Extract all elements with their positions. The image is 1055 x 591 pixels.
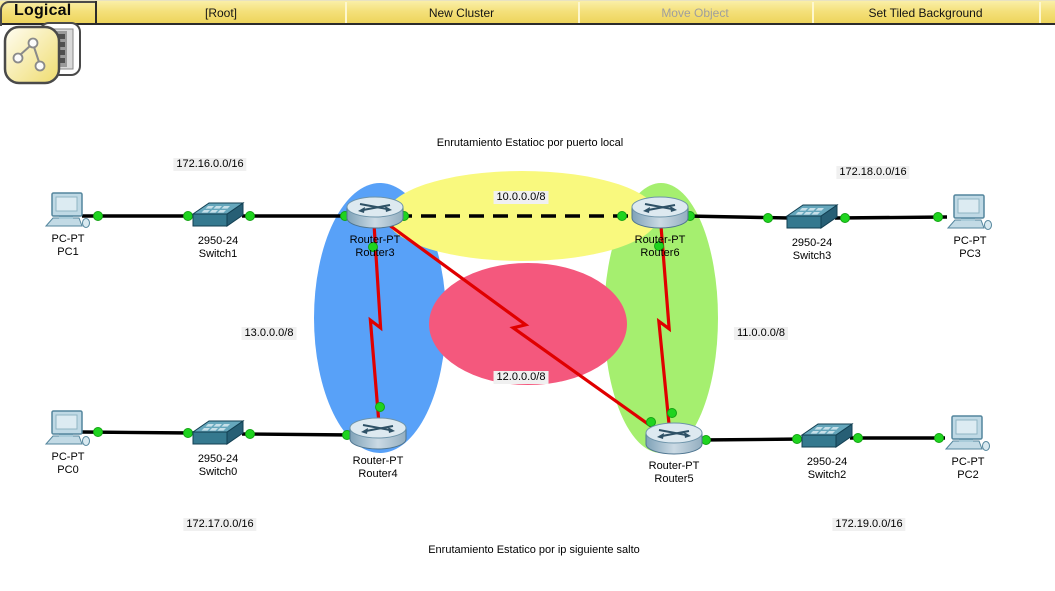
device-switch1[interactable] xyxy=(191,202,245,227)
device-pc0[interactable] xyxy=(44,410,90,446)
link-status-dot xyxy=(840,213,850,223)
device-router5[interactable] xyxy=(645,422,703,455)
link-status-dot xyxy=(375,402,385,412)
net-172-16-0-0-16[interactable]: 172.16.0.0/16 xyxy=(173,158,247,171)
link-status-dot xyxy=(654,241,664,251)
net-172-18-0-0-16[interactable]: 172.18.0.0/16 xyxy=(836,166,910,179)
link-status-dot xyxy=(368,242,378,252)
link-status-dot xyxy=(245,211,255,221)
device-model-label-router5: Router-PT xyxy=(648,460,700,472)
device-switch0[interactable] xyxy=(191,420,245,445)
link-status-dot xyxy=(667,408,677,418)
link-status-dot xyxy=(646,417,656,427)
device-model-label-pc2: PC-PT xyxy=(951,456,985,468)
device-model-label-pc0: PC-PT xyxy=(51,451,85,463)
workspace-switcher[interactable] xyxy=(0,0,110,100)
link-switch3-pc3[interactable] xyxy=(834,215,948,220)
device-pc3[interactable] xyxy=(946,194,992,230)
device-name-label-router3: Router3 xyxy=(355,247,395,259)
device-model-label-switch2: 2950-24 xyxy=(806,456,848,468)
link-router5-switch2[interactable] xyxy=(698,437,805,442)
net-172-17-0-0-16[interactable]: 172.17.0.0/16 xyxy=(183,518,257,531)
toolbar-separator xyxy=(812,2,814,23)
link-status-dot xyxy=(763,213,773,223)
device-model-label-router4: Router-PT xyxy=(352,455,404,467)
device-name-label-switch1: Switch1 xyxy=(198,248,238,260)
device-model-label-pc3: PC-PT xyxy=(953,235,987,247)
device-name-label-switch0: Switch0 xyxy=(198,466,238,478)
link-router3-router4-serial[interactable] xyxy=(368,223,383,425)
link-status-dot xyxy=(245,429,255,439)
device-name-label-switch2: Switch2 xyxy=(807,469,847,481)
device-name-label-pc2: PC2 xyxy=(957,469,979,481)
device-model-label-router6: Router-PT xyxy=(634,234,686,246)
title-top[interactable]: Enrutamiento Estatioc por puerto local xyxy=(436,137,624,149)
toolbar-divider xyxy=(95,1,97,24)
device-name-label-router6: Router6 xyxy=(640,247,680,259)
link-switch0-router4[interactable] xyxy=(241,432,354,437)
link-status-dot xyxy=(934,433,944,443)
net-12-0-0-0-8[interactable]: 12.0.0.0/8 xyxy=(493,371,549,384)
device-router3[interactable] xyxy=(346,196,404,229)
red-region[interactable] xyxy=(429,263,627,385)
device-model-label-router3: Router-PT xyxy=(349,234,401,246)
green-region[interactable] xyxy=(604,183,718,453)
toolbar-separator xyxy=(345,2,347,23)
device-model-label-switch1: 2950-24 xyxy=(197,235,239,247)
device-model-label-switch0: 2950-24 xyxy=(197,453,239,465)
title-bottom[interactable]: Enrutamiento Estatico por ip siguiente s… xyxy=(428,544,640,556)
net-11-0-0-0-8[interactable]: 11.0.0.0/8 xyxy=(733,327,789,340)
link-status-dot xyxy=(93,427,103,437)
net-10-0-0-0-8[interactable]: 10.0.0.0/8 xyxy=(493,191,549,204)
link-status-dot xyxy=(853,433,863,443)
device-switch3[interactable] xyxy=(785,204,839,229)
logical-tab[interactable]: Logical xyxy=(14,2,72,19)
new-cluster-button[interactable]: New Cluster xyxy=(428,5,495,20)
link-status-dot xyxy=(617,211,627,221)
device-name-label-pc3: PC3 xyxy=(959,248,981,260)
device-router6[interactable] xyxy=(631,196,689,229)
toolbar-separator xyxy=(1039,2,1041,23)
workspace-toolbar: Logical [Root] New Cluster Move Object S… xyxy=(0,0,1055,26)
device-model-label-switch3: 2950-24 xyxy=(791,237,833,249)
device-name-label-pc1: PC1 xyxy=(57,246,79,258)
toolbar-separator xyxy=(578,2,580,23)
device-switch2[interactable] xyxy=(800,423,854,448)
net-13-0-0-0-8[interactable]: 13.0.0.0/8 xyxy=(241,327,297,340)
device-pc2[interactable] xyxy=(944,415,990,451)
device-router4[interactable] xyxy=(349,417,407,450)
link-router6-router5-serial[interactable] xyxy=(656,225,672,425)
move-object-button: Move Object xyxy=(661,5,729,20)
device-name-label-switch3: Switch3 xyxy=(792,250,832,262)
net-172-19-0-0-16[interactable]: 172.19.0.0/16 xyxy=(832,518,906,531)
device-model-label-pc1: PC-PT xyxy=(51,233,85,245)
link-status-dot xyxy=(933,212,943,222)
device-name-label-router4: Router4 xyxy=(358,468,398,480)
link-router3-router5-serial[interactable] xyxy=(384,220,656,431)
root-button[interactable]: [Root] xyxy=(204,5,237,20)
set-tiled-background-button[interactable]: Set Tiled Background xyxy=(868,5,983,20)
device-name-label-router5: Router5 xyxy=(654,473,694,485)
device-name-label-pc0: PC0 xyxy=(57,464,79,476)
link-status-dot xyxy=(93,211,103,221)
device-pc1[interactable] xyxy=(44,192,90,228)
logical-topology-icon[interactable] xyxy=(3,25,61,85)
